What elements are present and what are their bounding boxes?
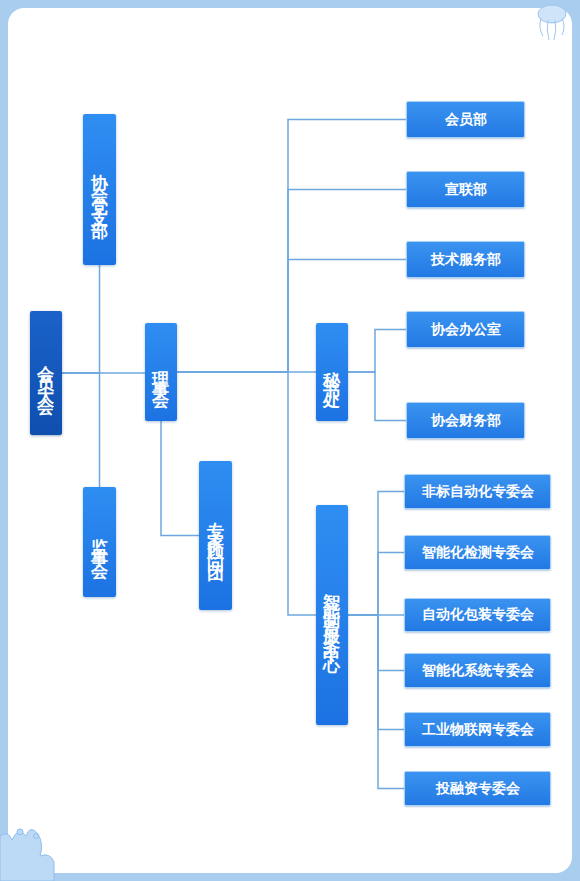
- node-label: 智能化系统专委会: [422, 662, 534, 680]
- connector-line: [177, 190, 406, 373]
- connector-path: [177, 120, 406, 373]
- connector-path: [348, 615, 404, 730]
- node-label: 协会财务部: [431, 412, 501, 430]
- connector-line: [348, 372, 406, 421]
- node-label: 协会办公室: [431, 321, 501, 339]
- connector-line: [177, 120, 406, 373]
- org-box: 专家顾问团: [199, 461, 232, 610]
- node-label: 非标自动化专委会: [422, 483, 534, 501]
- connector-line: [348, 615, 404, 671]
- connector-line: [177, 372, 316, 615]
- org-box: 理事会: [145, 323, 177, 421]
- assembly-box: 会员大会: [30, 311, 62, 435]
- department-box: 会员部: [406, 101, 525, 138]
- node-label: 宣联部: [445, 181, 487, 199]
- org-box: 协会党支部: [83, 114, 116, 265]
- node-label: 工业物联网专委会: [422, 721, 534, 739]
- connector-path: [62, 372, 145, 374]
- connector-line: [62, 373, 145, 374]
- connector-line: [348, 553, 404, 616]
- connector-path: [348, 330, 406, 373]
- node-label: 监事会: [91, 524, 108, 560]
- connector-path: [348, 615, 404, 789]
- node-label: 自动化包装专委会: [422, 606, 534, 624]
- org-box: 秘书处: [316, 323, 348, 421]
- node-label: 智能制造服务中心: [324, 579, 341, 651]
- committee-box: 自动化包装专委会: [404, 598, 551, 632]
- connector-line: [348, 615, 404, 789]
- node-label: 投融资专委会: [436, 780, 520, 798]
- department-box: 技术服务部: [406, 241, 525, 278]
- connector-line: [177, 260, 406, 373]
- node-label: 秘书处: [324, 357, 341, 387]
- connector-path: [177, 372, 316, 615]
- org-box: 智能制造服务中心: [316, 505, 348, 725]
- connector-line: [62, 265, 100, 373]
- committee-box: 智能化检测专委会: [404, 535, 551, 570]
- committee-box: 投融资专委会: [404, 771, 551, 806]
- connector-line: [161, 421, 199, 536]
- node-label: 理事会: [153, 357, 170, 387]
- committee-box: 工业物联网专委会: [404, 712, 551, 747]
- connector-path: [348, 553, 404, 616]
- connector-path: [62, 373, 100, 487]
- connector-line: [348, 330, 406, 373]
- department-box: 协会财务部: [406, 402, 525, 439]
- connector-path: [348, 372, 406, 421]
- node-label: 技术服务部: [431, 251, 501, 269]
- node-label: 会员大会: [38, 351, 55, 395]
- connector-path: [177, 260, 406, 373]
- department-box: 宣联部: [406, 171, 525, 208]
- committee-box: 非标自动化专委会: [404, 474, 551, 509]
- node-label: 专家顾问团: [207, 508, 224, 563]
- department-box: 协会办公室: [406, 311, 525, 348]
- connector-path: [348, 615, 404, 671]
- connector-path: [177, 190, 406, 373]
- connector-line: [348, 492, 404, 616]
- connector-path: [348, 492, 404, 616]
- node-label: 智能化检测专委会: [422, 544, 534, 562]
- node-label: 会员部: [445, 111, 487, 129]
- coral-decoration: [0, 829, 54, 881]
- connector-line: [348, 615, 404, 730]
- connector-path: [62, 265, 100, 373]
- org-box: 监事会: [83, 487, 116, 597]
- node-label: 协会党支部: [91, 160, 108, 220]
- connector-path: [161, 421, 199, 536]
- connector-line: [62, 373, 100, 487]
- committee-box: 智能化系统专委会: [404, 653, 551, 688]
- jellyfish-decoration: [538, 5, 566, 40]
